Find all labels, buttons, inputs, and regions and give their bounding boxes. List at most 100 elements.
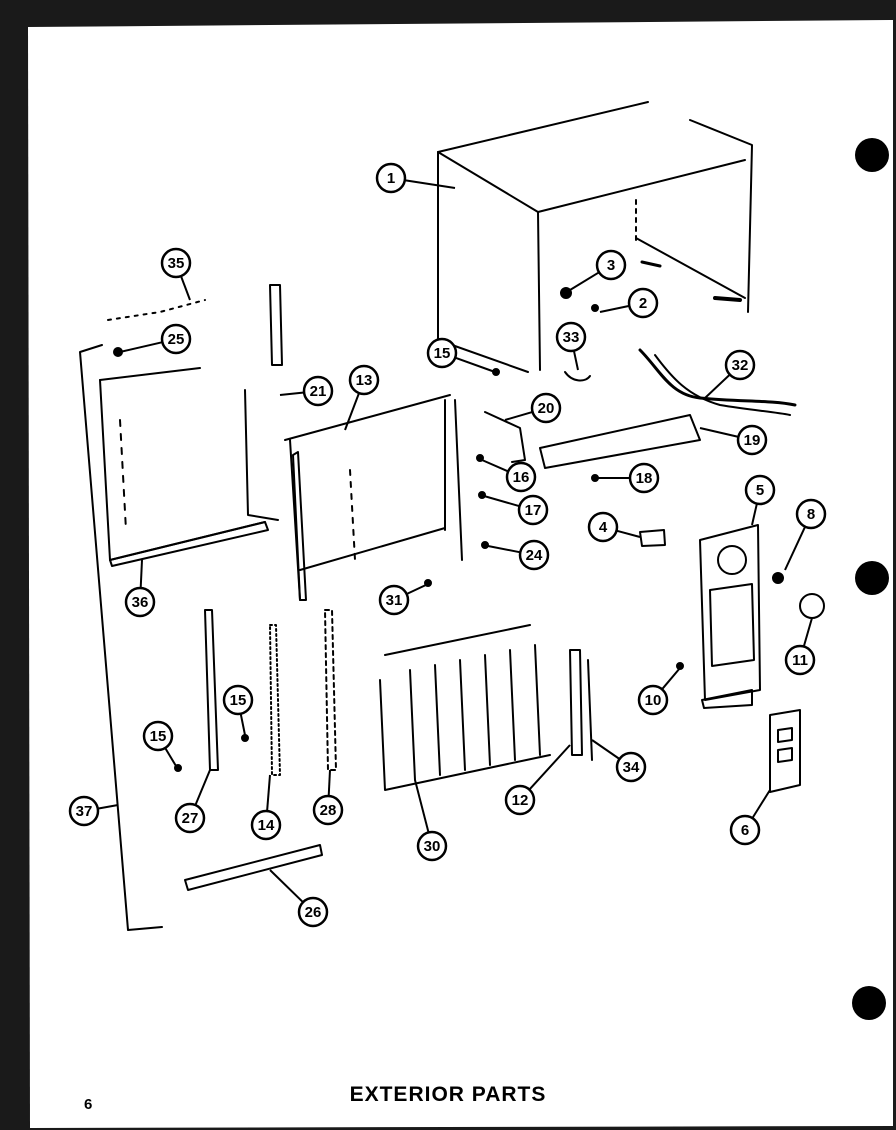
callout-label: 15: [434, 345, 451, 362]
leader-line-4: [616, 529, 641, 538]
leader-line-31: [406, 583, 429, 595]
callout-circle: [504, 784, 536, 816]
callout-26: 26: [297, 896, 329, 928]
leader-line-30: [414, 779, 430, 833]
leader-line-19: [699, 427, 739, 438]
part-4-connector: [639, 529, 666, 547]
diagram-caption: EXTERIOR PARTS: [349, 1083, 547, 1106]
leader-line-28: [327, 769, 331, 797]
callout-19: 19: [736, 424, 768, 456]
leader-line-35: [180, 275, 191, 301]
callout-circle: [426, 337, 458, 369]
callout-circle: [348, 364, 380, 396]
callout-11: 11: [784, 644, 816, 676]
callout-label: 15: [230, 692, 247, 709]
callout-label: 14: [258, 817, 275, 834]
callout-label: 32: [732, 357, 749, 374]
part-21-rail: [244, 284, 283, 521]
callout-6: 6: [729, 814, 761, 846]
callout-circle: [555, 321, 587, 353]
callout-label: 34: [623, 759, 640, 776]
leader-line-21: [279, 391, 305, 396]
leader-line-13: [344, 392, 360, 431]
callout-label: 37: [76, 803, 93, 820]
leader-line-17: [483, 495, 520, 508]
callout-24: 24: [518, 539, 550, 571]
callout-label: 30: [424, 838, 441, 855]
part-12-rail: [569, 649, 583, 756]
leader-line-8: [784, 526, 807, 571]
callout-label: 3: [607, 257, 615, 274]
callout-15: 15: [426, 337, 458, 369]
callout-25: 25: [160, 323, 192, 355]
parts-drawing: [79, 101, 825, 931]
callout-label: 10: [645, 692, 662, 709]
callout-label: 25: [168, 331, 185, 348]
part-37-bracket: [79, 344, 163, 931]
leader-line-34: [591, 739, 621, 760]
callout-label: 21: [310, 383, 327, 400]
leader-line-11: [802, 617, 813, 647]
leader-line-33: [572, 350, 579, 371]
callout-label: 18: [636, 470, 653, 487]
callout-12: 12: [504, 784, 536, 816]
callout-circle: [505, 461, 537, 493]
part-28-strip: [324, 609, 337, 771]
callout-circle: [784, 644, 816, 676]
part-13-panel: [284, 394, 463, 601]
part-30-grille: [379, 624, 551, 791]
callout-8: 8: [795, 498, 827, 530]
callout-28: 28: [312, 794, 344, 826]
callout-17: 17: [517, 494, 549, 526]
callout-circle: [312, 794, 344, 826]
leader-line-26: [269, 869, 304, 903]
leader-line-16: [481, 459, 509, 473]
callout-2: 2: [627, 287, 659, 319]
callout-label: 20: [538, 400, 555, 417]
callout-3: 3: [595, 249, 627, 281]
callout-circle: [297, 896, 329, 928]
binder-hole-top: [855, 138, 889, 172]
callout-circle: [160, 247, 192, 279]
callout-circle: [517, 494, 549, 526]
callout-10: 10: [637, 684, 669, 716]
callout-5: 5: [744, 474, 776, 506]
callout-label: 16: [513, 469, 530, 486]
binder-holes: [852, 138, 889, 1020]
leader-line-1: [404, 179, 456, 189]
leader-lines: [97, 179, 813, 903]
callout-label: 6: [741, 822, 749, 839]
leader-line-2: [599, 304, 630, 313]
part-cabinet-cover: [437, 101, 753, 373]
callout-circle: [68, 795, 100, 827]
callout-circle: [378, 584, 410, 616]
callouts: 1234568101112131415151516171819202124252…: [68, 162, 827, 928]
leader-line-15: [239, 713, 246, 736]
callout-circle: [615, 751, 647, 783]
leader-line-15: [454, 356, 496, 373]
callout-33: 33: [555, 321, 587, 353]
callout-32: 32: [724, 349, 756, 381]
callout-label: 19: [744, 432, 761, 449]
callout-circle: [416, 830, 448, 862]
callout-30: 30: [416, 830, 448, 862]
part-33-clip: [564, 371, 591, 382]
callout-4: 4: [587, 511, 619, 543]
callout-circle: [174, 802, 206, 834]
leader-line-36: [139, 559, 143, 589]
callout-21: 21: [302, 375, 334, 407]
leader-line-27: [194, 769, 211, 806]
callout-label: 33: [563, 329, 580, 346]
callout-circle: [375, 162, 407, 194]
leader-line-6: [751, 789, 771, 819]
callout-label: 2: [639, 295, 647, 312]
callout-27: 27: [174, 802, 206, 834]
part-27-strip: [204, 609, 219, 771]
leader-line-15: [164, 747, 177, 767]
callout-circle: [160, 323, 192, 355]
callout-circle: [595, 249, 627, 281]
part-19-strip: [539, 414, 701, 469]
callout-label: 5: [756, 482, 764, 499]
part-26-strip: [184, 844, 323, 891]
